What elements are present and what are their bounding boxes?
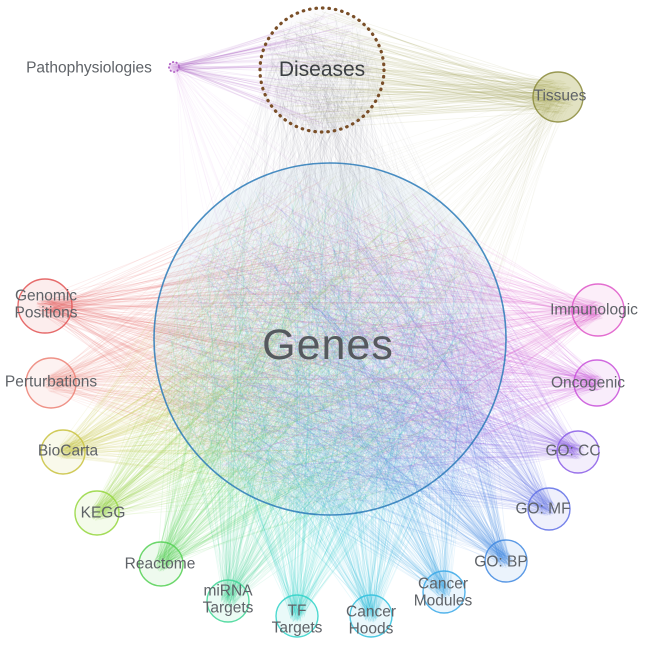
node-perturbations[interactable]	[25, 357, 77, 409]
label-biocarta: BioCarta	[37, 442, 99, 460]
label-tf-targets: TF Targets	[271, 602, 323, 637]
edge-bundle-go_bp-genes	[164, 180, 514, 569]
edge-bundle-go_mf-genes	[163, 177, 557, 517]
node-reactome[interactable]	[138, 541, 184, 587]
label-go-mf: GO: MF	[515, 500, 571, 518]
edge-bundle-kegg-genes	[89, 178, 487, 521]
edge-bundle-mirna_targets-genes	[166, 183, 495, 609]
label-tissues: Tissues	[533, 87, 587, 105]
label-oncogenic: Oncogenic	[550, 374, 626, 392]
label-genomic-positions: Genomic Positions	[14, 287, 78, 322]
label-genes: Genes	[262, 320, 394, 369]
node-tf-targets[interactable]	[275, 594, 319, 638]
node-mirna-targets[interactable]	[206, 579, 250, 623]
edge-bundle-immunologic-genes	[167, 180, 607, 503]
node-genes[interactable]	[153, 162, 507, 516]
node-biocarta[interactable]	[40, 429, 86, 475]
edge-bundle-perturbations-genes	[42, 173, 485, 503]
label-diseases: Diseases	[278, 58, 366, 82]
edge-bundle-go_cc-genes	[173, 181, 585, 503]
node-go-mf[interactable]	[527, 487, 571, 531]
label-reactome: Reactome	[124, 555, 196, 573]
edge-bundle-diseases-genes	[165, 12, 496, 502]
label-cancer-modules: Cancer Modules	[413, 575, 473, 610]
edge-bundle-cancer_hoods-genes	[165, 185, 495, 623]
node-pathophysiologies[interactable]	[168, 61, 180, 73]
edge-bundle-pathophysiologies-genes	[170, 62, 484, 465]
label-mirna-targets: miRNA Targets	[202, 582, 254, 617]
node-cancer-modules[interactable]	[422, 570, 466, 614]
edge-bundle-tf_targets-genes	[165, 182, 498, 624]
edge-bundle-pathophysiologies-diseases	[170, 13, 372, 129]
label-cancer-hoods: Cancer Hoods	[346, 603, 396, 638]
edge-bundle-genomic_positions-genes	[36, 182, 484, 502]
label-immunologic: Immunologic	[550, 301, 638, 319]
node-diseases[interactable]	[258, 6, 386, 134]
node-go-cc[interactable]	[556, 430, 600, 474]
edge-bundle-tissues-genes	[164, 84, 572, 498]
edge-bundle-biocarta-genes	[55, 175, 495, 499]
label-kegg: KEGG	[80, 504, 126, 522]
node-kegg[interactable]	[74, 490, 120, 536]
node-oncogenic[interactable]	[573, 359, 621, 407]
edge-bundle-cancer_modules-genes	[167, 175, 495, 600]
label-perturbations: Perturbations	[4, 373, 98, 391]
node-go-bp[interactable]	[484, 539, 528, 583]
label-pathophysiologies: Pathophysiologies	[26, 59, 152, 77]
edge-bundle-oncogenic-genes	[168, 192, 606, 505]
node-tissues[interactable]	[532, 71, 584, 123]
node-immunologic[interactable]	[571, 283, 625, 337]
edge-bundle-reactome-genes	[153, 180, 476, 572]
edge-bundle-diseases-diseases	[266, 11, 378, 128]
label-go-cc: GO: CC	[545, 442, 601, 460]
label-go-bp: GO: BP	[474, 553, 528, 571]
node-cancer-hoods[interactable]	[349, 594, 393, 638]
node-genomic-positions[interactable]	[17, 278, 73, 334]
